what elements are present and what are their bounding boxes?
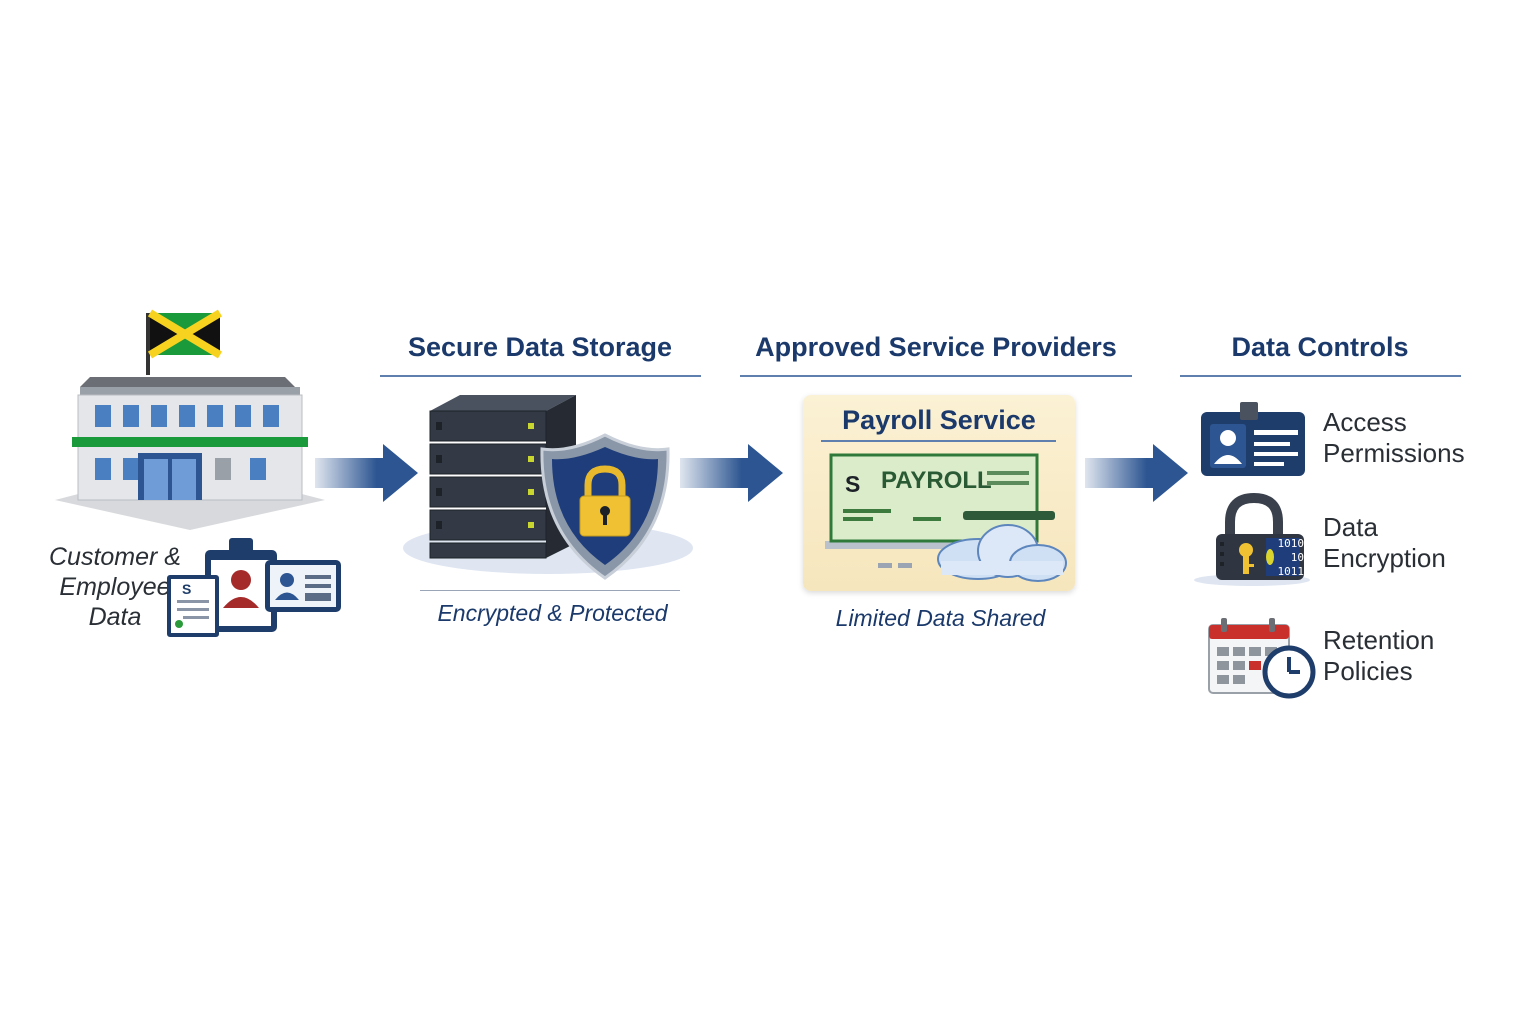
- arrow-1-icon: [315, 444, 418, 502]
- payroll-service-title: Payroll Service: [842, 405, 1036, 435]
- document-dollar-symbol: S: [182, 581, 192, 597]
- control-label-encryption: Data Encryption: [1323, 512, 1446, 573]
- encryption-digits: 1010 10 1011: [1277, 537, 1305, 578]
- calendar-clock-icon: [1208, 618, 1316, 699]
- storage-caption: Encrypted & Protected: [437, 600, 668, 626]
- controls-heading: Data Controls: [1231, 332, 1409, 362]
- storage-heading: Secure Data Storage: [407, 332, 673, 362]
- providers-heading: Approved Service Providers: [755, 332, 1117, 362]
- providers-heading-rule: [740, 375, 1132, 377]
- employee-documents-icon: [167, 538, 341, 637]
- padlock-binary-icon: [1194, 492, 1310, 586]
- control-label-access: Access Permissions: [1323, 407, 1465, 468]
- source-label: Customer & Employee Data: [49, 543, 181, 631]
- id-badge-icon: [1201, 402, 1305, 476]
- payroll-service-card: Payroll Service S PAYROLL: [803, 395, 1075, 591]
- server-shield-icon: [403, 395, 693, 580]
- control-label-retention: Retention Policies: [1323, 625, 1435, 686]
- storage-caption-rule: [420, 590, 680, 591]
- providers-caption: Limited Data Shared: [835, 605, 1046, 631]
- cloud-icon: [937, 524, 1067, 582]
- payroll-check-symbol: S: [845, 471, 861, 497]
- controls-heading-rule: [1180, 375, 1461, 377]
- building-icon: [55, 309, 325, 530]
- arrow-2-icon: [680, 444, 783, 502]
- payroll-check-icon: [825, 453, 1067, 582]
- payroll-title-rule: [821, 440, 1056, 442]
- payroll-check-label: PAYROLL: [881, 467, 992, 494]
- arrow-3-icon: [1085, 444, 1188, 502]
- storage-heading-rule: [380, 375, 701, 377]
- jamaica-flag-icon: [147, 309, 223, 359]
